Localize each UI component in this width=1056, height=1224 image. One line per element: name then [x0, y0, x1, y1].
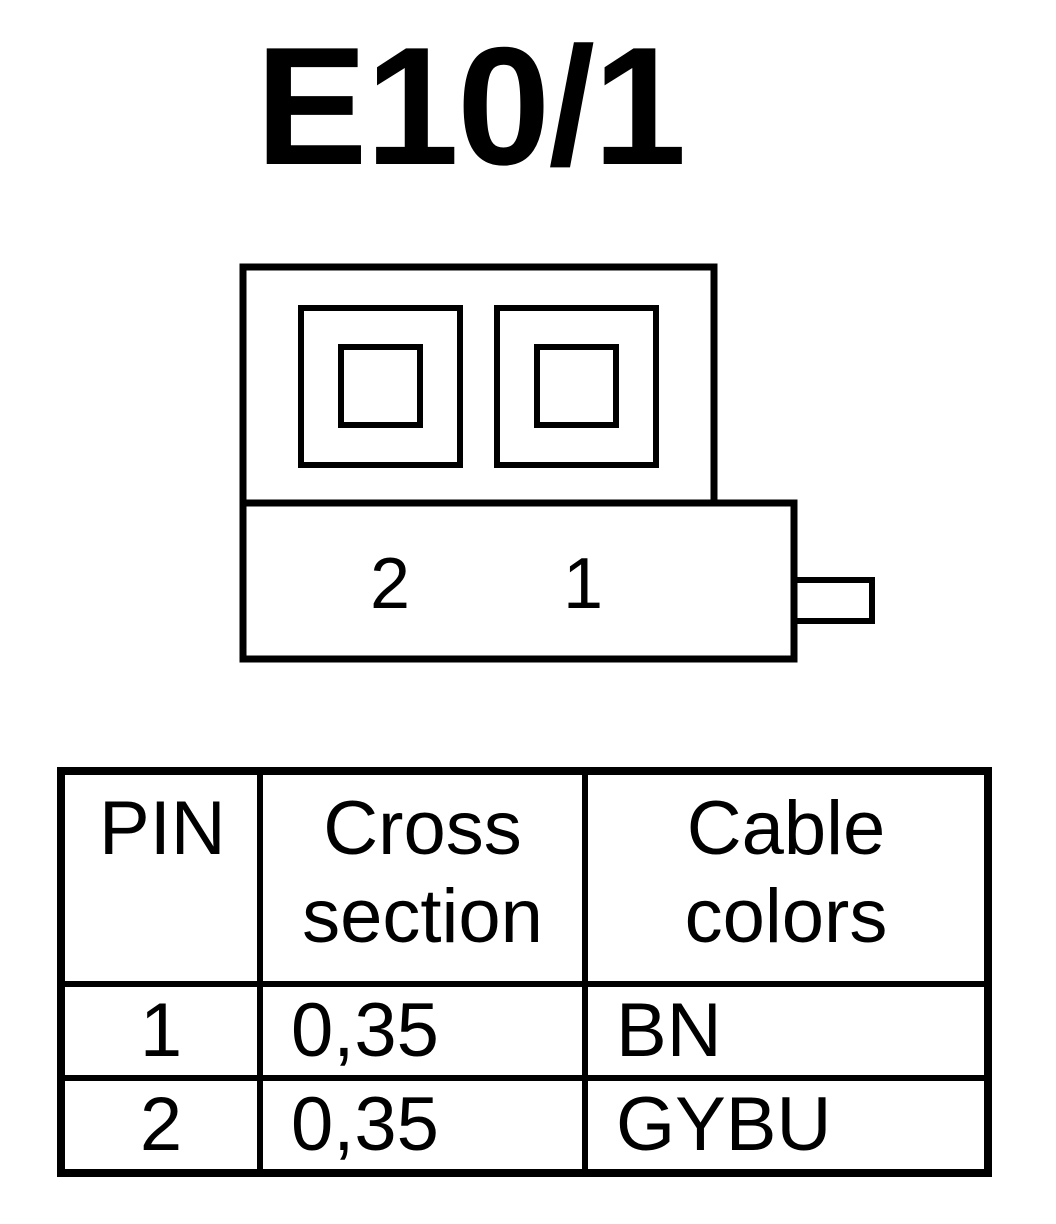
pin-2-cavity-inner: [338, 344, 423, 428]
header-cable-colors: Cable colors: [582, 768, 991, 987]
locking-tab: [791, 577, 875, 624]
pin-1-cavity-inner: [534, 344, 619, 428]
header-cross-section: Cross section: [257, 768, 588, 987]
connector-title: E10/1: [255, 12, 686, 200]
header-pin: PIN: [58, 768, 263, 987]
header-cross-line1: Cross: [323, 786, 522, 871]
connector-housing-top: [239, 263, 718, 509]
table-row: 1 0,35 BN: [58, 981, 991, 1081]
connector-diagram: 2 1: [239, 263, 875, 663]
row-cross-section: 0,35: [257, 981, 588, 1081]
pin-1-cavity-outer: [494, 305, 659, 468]
row-pin: 1: [58, 981, 263, 1081]
row-cable-color: BN: [582, 981, 991, 1081]
pin-2-cavity-outer: [298, 305, 463, 468]
header-pin-label: PIN: [99, 786, 226, 871]
header-color-line1: Cable: [686, 786, 886, 871]
connector-housing-bottom: [239, 499, 798, 663]
pin-label-1: 1: [563, 544, 603, 624]
row-pin: 2: [58, 1075, 263, 1176]
table-row: 2 0,35 GYBU: [58, 1075, 991, 1176]
pin-assignment-table: PIN Cross section Cable colors 1 0,35 BN…: [57, 767, 992, 1177]
header-color-line2: colors: [684, 874, 888, 959]
pin-label-2: 2: [370, 544, 410, 624]
header-cross-line2: section: [302, 874, 543, 959]
row-cross-section: 0,35: [257, 1075, 588, 1176]
table-header-row: PIN Cross section Cable colors: [58, 768, 991, 987]
row-cable-color: GYBU: [582, 1075, 991, 1176]
